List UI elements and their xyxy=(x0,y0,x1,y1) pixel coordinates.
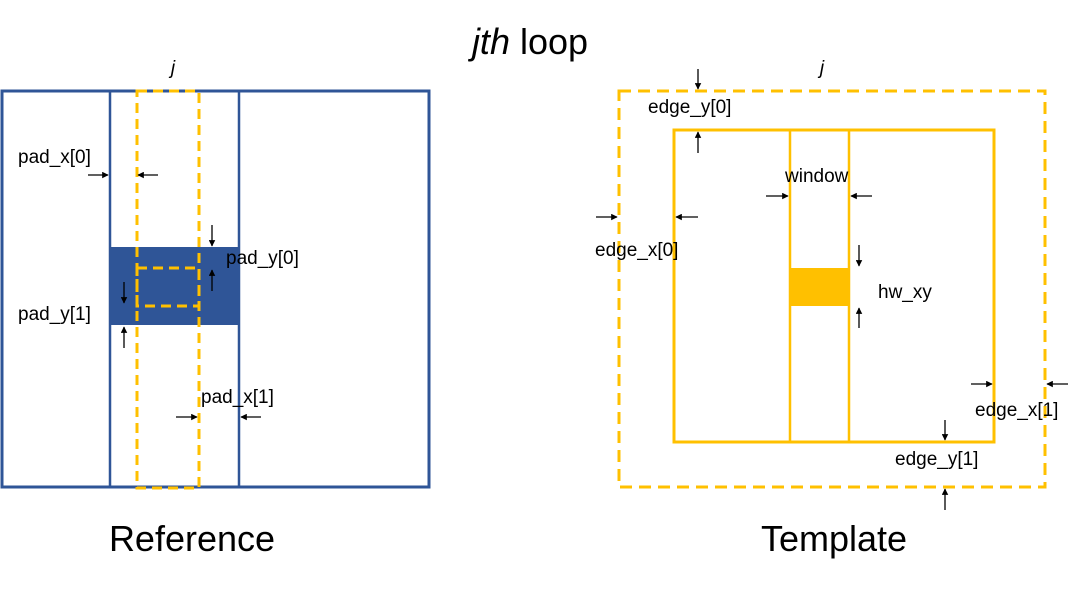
label-edge-x0: edge_x[0] xyxy=(595,240,678,261)
label-pad-x0: pad_x[0] xyxy=(18,147,91,168)
title-italic: jth xyxy=(467,21,510,62)
label-pad-y0: pad_y[0] xyxy=(226,248,299,269)
template-inner-box xyxy=(672,128,996,444)
reference-panel: j pad_x[0] pad_y[0] pad_y[1] pad_x[1] Re… xyxy=(0,58,431,559)
label-pad-x1: pad_x[1] xyxy=(201,387,274,408)
label-hw-xy: hw_xy xyxy=(878,282,932,303)
label-edge-x1: edge_x[1] xyxy=(975,400,1058,421)
reference-inner-dashed-box xyxy=(135,266,201,308)
reference-caption: Reference xyxy=(109,518,275,559)
template-column-label: j xyxy=(817,58,825,79)
reference-column-label: j xyxy=(168,58,176,79)
diagram-title: jth loop xyxy=(467,21,588,62)
reference-outer-box xyxy=(0,89,431,489)
template-hw-xy-block xyxy=(790,268,849,306)
label-pad-y1: pad_y[1] xyxy=(18,304,91,325)
label-edge-y1: edge_y[1] xyxy=(895,449,978,470)
label-window: window xyxy=(784,166,849,187)
template-panel: j edge_y[0] window edge_x[0] hw_xy edge_… xyxy=(595,58,1068,559)
title-rest: loop xyxy=(510,21,588,62)
template-caption: Template xyxy=(761,518,907,559)
label-edge-y0: edge_y[0] xyxy=(648,97,731,118)
reference-filled-band xyxy=(110,247,239,325)
template-outer-dashed-box xyxy=(617,89,1047,489)
